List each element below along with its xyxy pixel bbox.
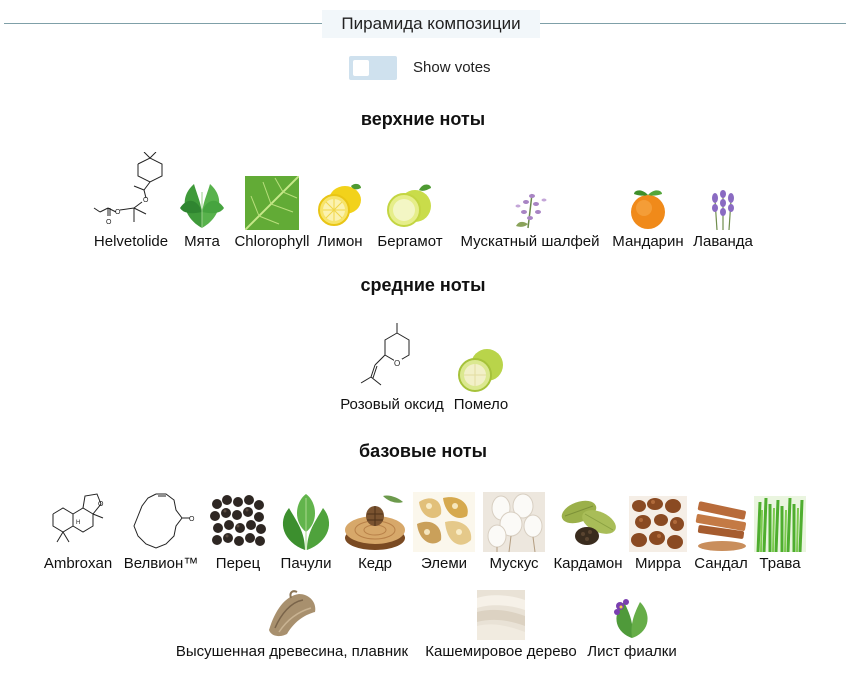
note-musk[interactable]: Мускус [478,488,550,572]
note-sandalwood[interactable]: Сандал [690,488,752,572]
myrrh-icon [629,496,687,552]
note-lemon[interactable]: Лимон [313,152,367,250]
middle-notes-title: средние ноты [360,275,486,295]
note-label: Кашемировое дерево [425,643,577,660]
note-label: Перец [215,555,261,572]
note-label: Мандарин [612,233,684,250]
grass-icon [754,496,806,552]
note-label: Мускус [489,555,539,572]
lemon-icon [318,183,361,226]
note-rose-oxide[interactable]: O Розовый оксид [334,317,450,413]
note-pomelo[interactable]: Помело [450,317,512,413]
note-label: Лимон [317,233,363,250]
note-label: Helvetolide [93,233,169,250]
svg-text:H: H [76,520,80,526]
pomelo-icon [458,349,503,392]
note-label: Трава [759,555,801,572]
green-leaf-icon [245,176,299,230]
note-patchouli[interactable]: Пачули [272,488,340,572]
mint-icon [174,178,230,230]
note-label: Chlorophyll [234,233,310,250]
note-grass[interactable]: Трава [752,488,808,572]
cedar-icon [345,495,405,550]
molecule-rose-oxide-icon: O [360,323,410,386]
top-notes-title: верхние ноты [360,109,486,129]
svg-text:O: O [115,209,121,216]
note-elemi[interactable]: Элеми [410,488,478,572]
svg-text:O: O [143,197,149,204]
middle-notes-row: O Розовый оксид Помело [0,317,846,413]
note-pepper[interactable]: Перец [204,488,272,572]
cardamom-icon [561,500,616,545]
note-label: Сандал [694,555,748,572]
note-ambroxan[interactable]: O H Ambroxan [38,488,118,572]
molecule-ambroxan-icon: O H [52,493,104,543]
note-mandarin[interactable]: Мандарин [607,152,689,250]
note-label: Кардамон [553,555,623,572]
show-votes-label[interactable]: Show votes [413,59,491,76]
molecule-helvetolide-icon: O O O [93,152,163,226]
note-label: Лист фиалки [587,643,677,660]
note-label: Кедр [358,555,392,572]
mandarin-icon [631,190,665,229]
sandalwood-icon [695,501,746,551]
note-label: Мирра [635,555,681,572]
note-label: Розовый оксид [340,396,444,413]
toggle-knob[interactable] [353,60,369,76]
note-label: Помело [453,396,509,413]
note-velvione[interactable]: O Велвион™ [118,488,204,572]
note-cedar[interactable]: Кедр [340,488,410,572]
note-label: Пачули [280,555,332,572]
svg-text:O: O [189,516,195,523]
note-label: Велвион™ [123,555,199,572]
elemi-icon [413,492,475,552]
svg-text:O: O [394,359,400,368]
note-cardamom[interactable]: Кардамон [550,488,626,572]
bergamot-icon [387,184,431,227]
note-label: Бергамот [377,233,443,250]
note-chlorophyll[interactable]: Chlorophyll [231,152,313,250]
patchouli-icon [282,494,330,550]
note-driftwood[interactable]: Высушенная древесина, плавник [165,588,419,660]
pyramid-title: Пирамида композиции [322,10,540,38]
note-cashmere-wood[interactable]: Кашемировое дерево [419,588,583,660]
base-notes-row-2: Высушенная древесина, плавник Кашемирово… [0,588,846,660]
note-helvetolide[interactable]: O O O Helvetolide [89,152,173,250]
note-label: Элеми [420,555,468,572]
violet-leaf-icon [614,599,648,638]
svg-text:O: O [98,501,104,508]
driftwood-icon [269,590,316,637]
lavender-icon [712,190,734,230]
header-divider-left [4,23,322,24]
show-votes-toggle[interactable] [349,56,397,80]
molecule-velvione-icon: O [133,493,195,549]
note-myrrh[interactable]: Мирра [626,488,690,572]
note-bergamot[interactable]: Бергамот [367,152,453,250]
cashmere-wood-icon [477,590,525,640]
note-clary-sage[interactable]: Мускатный шалфей [453,152,607,250]
pyramid-header: Пирамида композиции [0,10,846,38]
note-label: Мята [184,233,220,250]
note-label: Лаванда [693,233,753,250]
musk-icon [483,492,545,552]
base-notes-title: базовые ноты [359,441,487,461]
top-notes-row: O O O Helvetolide Мята [0,152,846,250]
pepper-icon [207,492,269,552]
note-label: Высушенная древесина, плавник [175,643,409,660]
note-label: Мускатный шалфей [460,233,600,250]
note-mint[interactable]: Мята [173,152,231,250]
header-divider-right [540,23,846,24]
base-notes-row-1: O H Ambroxan O Велвион™ [0,488,846,572]
clary-sage-icon [515,193,547,229]
note-lavender[interactable]: Лаванда [689,152,757,250]
note-violet-leaf[interactable]: Лист фиалки [583,588,681,660]
svg-text:O: O [106,219,112,226]
note-label: Ambroxan [43,555,113,572]
